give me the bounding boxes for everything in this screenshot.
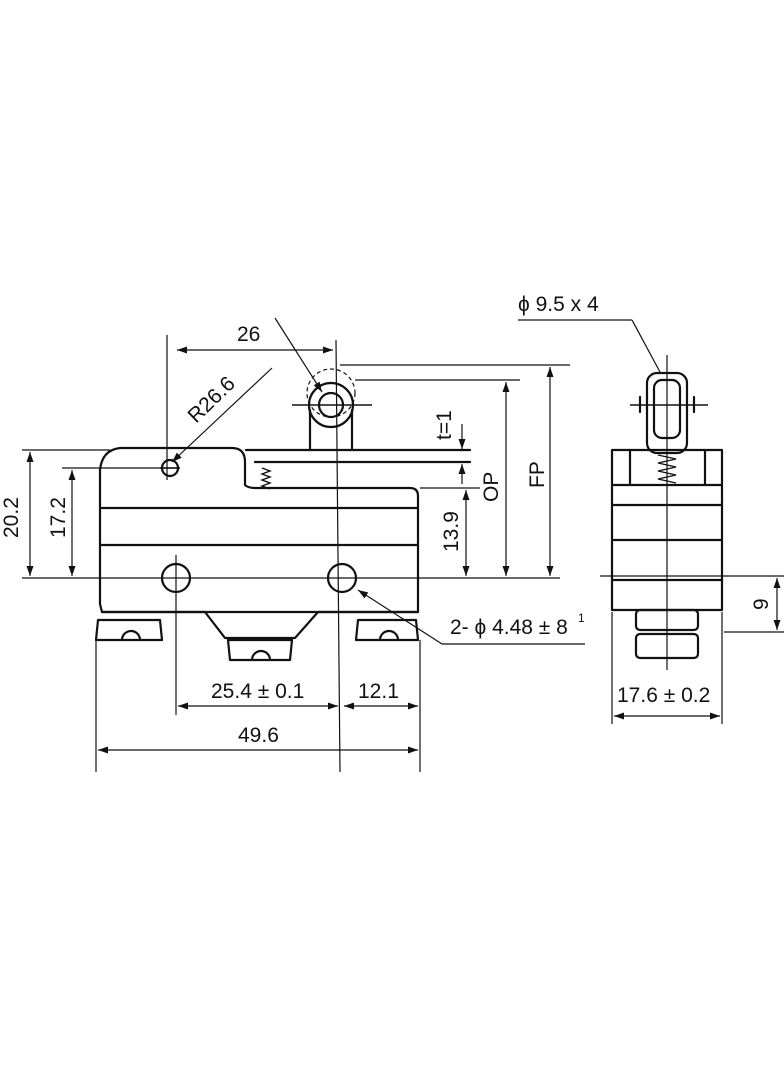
front-view: 26 R26.6 t=1 13.9 OP FP 20.2 17.2 25.4 ±… <box>0 317 585 773</box>
dim-label-holes: 2- ϕ 4.48 ± 8 <box>450 616 568 639</box>
body-base-step <box>100 610 420 640</box>
roller-bracket <box>308 408 354 452</box>
side-upper-supports <box>610 448 724 487</box>
dim-label-20-2: 20.2 <box>0 497 23 538</box>
dim-label-17-6: 17.6 ± 0.2 <box>617 684 710 707</box>
leader-roller-diameter <box>631 319 661 373</box>
dim-label-op: OP <box>480 472 503 502</box>
side-view: ϕ 9.5 x 4 9 17.6 ± 0.2 <box>518 293 784 724</box>
dim-line-r26-6 <box>171 367 273 463</box>
dim-label-roller-diameter: ϕ 9.5 x 4 <box>518 293 599 316</box>
dim-label-13-9: 13.9 <box>440 511 463 552</box>
terminal-center <box>226 638 294 662</box>
dim-label-17-2: 17.2 <box>47 497 70 538</box>
switch-body-outline <box>98 446 420 614</box>
terminal-right <box>354 618 420 642</box>
terminal-left <box>94 618 164 642</box>
dim-label-9: 9 <box>750 598 773 610</box>
dim-label-12-1: 12.1 <box>358 680 399 703</box>
lever-spring <box>260 467 272 490</box>
dim-label-25-4: 25.4 ± 0.1 <box>211 680 304 703</box>
centerline-roller-vertical <box>335 339 341 773</box>
dim-label-26: 26 <box>237 323 260 346</box>
leader-mounting-holes <box>357 589 443 645</box>
dim-label-r26-6: R26.6 <box>183 372 239 427</box>
roller-travel-dashed <box>306 368 356 418</box>
dim-label-holes-sup: 1 <box>578 611 585 625</box>
actuator-lever <box>244 448 472 464</box>
dim-label-49-6: 49.6 <box>238 724 279 747</box>
dim-label-t: t=1 <box>433 410 456 440</box>
dim-label-fp: FP <box>526 461 549 488</box>
